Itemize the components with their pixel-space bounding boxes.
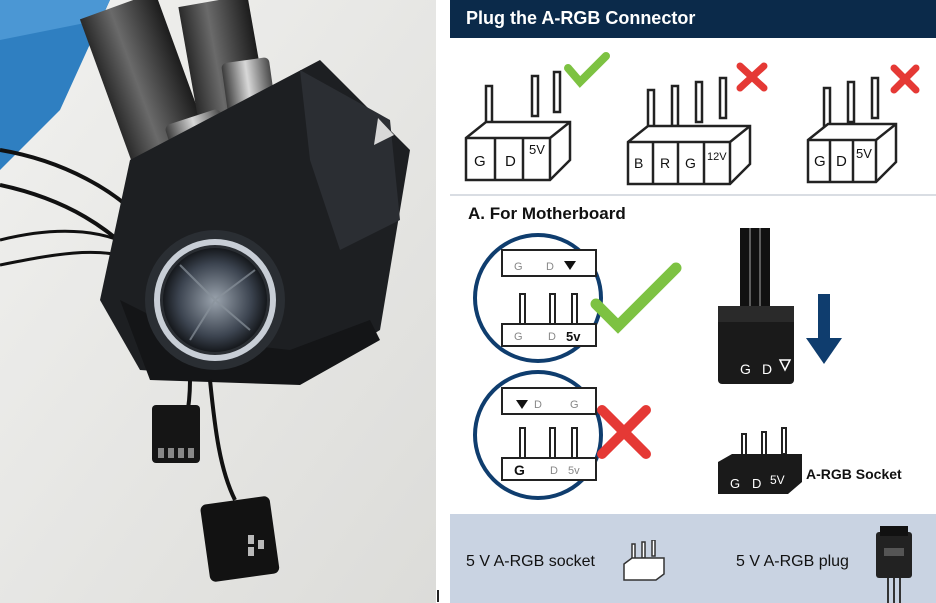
connector-correct: G D 5V xyxy=(464,52,610,182)
pin-label: 5V xyxy=(856,146,872,161)
pin-label: D xyxy=(505,153,516,170)
connector-comparison: G D 5V B R G 12V xyxy=(464,52,920,186)
connector-incorrect-5v: G D 5V xyxy=(806,64,920,184)
pin-label: G xyxy=(514,331,523,343)
mb-correct-orientation: G D G D 5v xyxy=(473,233,682,363)
section-a-title: A. For Motherboard xyxy=(468,204,626,223)
pin-label: G xyxy=(814,153,826,170)
motherboard-diagram: G D G D 5v D G G D 5v xyxy=(473,228,842,500)
socket-caption: A-RGB Socket xyxy=(806,466,902,482)
socket-legend-label: 5 V A-RGB socket xyxy=(466,553,595,570)
section-divider xyxy=(450,194,936,196)
pin-label: G xyxy=(474,153,486,170)
pin1-marker-icon xyxy=(516,400,528,409)
pin-label: R xyxy=(660,155,670,171)
connector-incorrect-12v: B R G 12V xyxy=(626,62,768,186)
product-photo xyxy=(0,0,436,603)
divider-mark xyxy=(437,590,439,602)
instruction-guide: Plug the A-RGB Connector G D 5V xyxy=(450,0,936,603)
legend-footer: 5 V A-RGB socket 5 V A-RGB plug xyxy=(450,514,936,603)
arrow-down-icon xyxy=(806,294,842,364)
pin-label: D xyxy=(546,261,554,273)
pin-label: B xyxy=(634,155,643,171)
plug-outline-icon xyxy=(876,526,912,603)
pin-label: 5v xyxy=(566,329,581,344)
guide-title: Plug the A-RGB Connector xyxy=(466,8,696,28)
pin-label: G xyxy=(514,462,525,478)
guide-header: Plug the A-RGB Connector xyxy=(450,0,936,38)
pin-label: G xyxy=(685,155,696,171)
pin-label: D xyxy=(836,153,847,170)
pin-label: 12V xyxy=(707,151,727,163)
cooler-pump-image xyxy=(0,0,436,603)
argb-socket: G D 5V xyxy=(718,427,802,494)
pin-label: G xyxy=(570,399,579,411)
pin-label: D xyxy=(534,399,542,411)
socket-pin-label: G xyxy=(730,476,740,491)
plug-marker-icon xyxy=(778,359,792,372)
socket-pin-label: 5V xyxy=(770,473,785,487)
pin-label: G xyxy=(514,261,523,273)
plug-pin-label: G xyxy=(740,361,751,377)
pin-label: 5v xyxy=(568,465,580,477)
cross-icon xyxy=(890,64,920,94)
check-icon xyxy=(564,52,610,88)
pin-label: D xyxy=(550,465,558,477)
plug-legend-label: 5 V A-RGB plug xyxy=(736,553,849,570)
pin-label: D xyxy=(548,331,556,343)
check-icon xyxy=(590,262,682,334)
socket-pin-label: D xyxy=(752,476,761,491)
pin-label: 5V xyxy=(529,142,545,157)
plug-pin-label: D xyxy=(762,361,772,377)
cross-icon xyxy=(736,62,768,92)
argb-plug: G D xyxy=(718,228,794,384)
cross-icon xyxy=(597,405,651,459)
pin1-marker-icon xyxy=(564,261,576,270)
socket-outline-icon xyxy=(623,540,665,581)
mb-incorrect-orientation: D G G D 5v xyxy=(473,370,651,500)
